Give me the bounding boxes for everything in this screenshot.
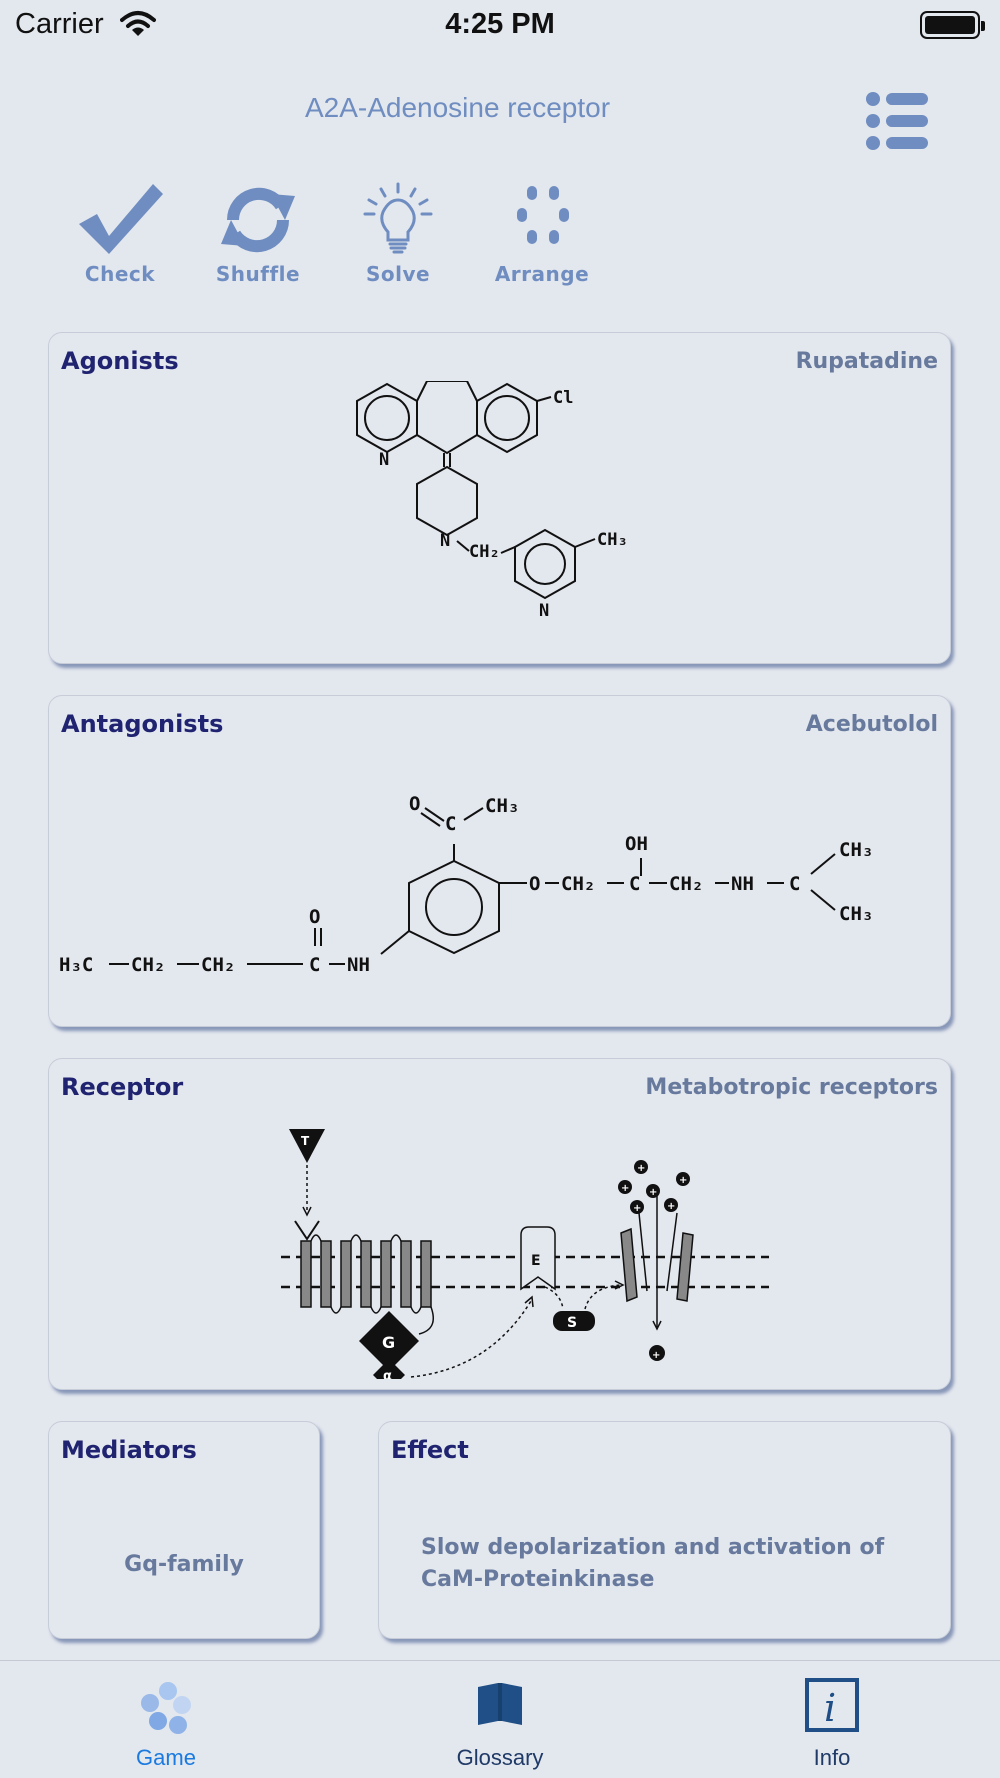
ion-plus: + — [679, 1175, 687, 1186]
tab-glossary[interactable]: Glossary — [400, 1661, 600, 1778]
carrier-label: Carrier — [15, 8, 104, 40]
solve-button[interactable]: Solve — [338, 180, 458, 290]
chem-c: C — [789, 873, 800, 895]
tab-glossary-label: Glossary — [456, 1745, 544, 1770]
chem-ch2: CH₂ — [669, 873, 703, 895]
card-category: Antagonists — [61, 710, 224, 738]
chem-h3c: H₃C — [59, 954, 93, 976]
solve-label: Solve — [365, 262, 431, 286]
battery-icon — [920, 11, 985, 39]
status-bar: Carrier 4:25 PM — [0, 0, 1000, 50]
shuffle-button[interactable]: Shuffle — [198, 180, 318, 290]
ion-plus: + — [649, 1187, 657, 1198]
check-button[interactable]: Check — [60, 180, 180, 290]
card-category: Receptor — [61, 1073, 184, 1101]
diagram-t: T — [301, 1134, 310, 1148]
drug-name: Rupatadine — [795, 349, 938, 374]
chem-cl: Cl — [553, 388, 573, 408]
page-title: A2A-Adenosine receptor — [304, 92, 611, 123]
card-category: Mediators — [61, 1436, 197, 1464]
tab-game[interactable]: Game — [66, 1661, 266, 1778]
chem-n: N — [379, 450, 389, 470]
chem-ch3: CH₃ — [839, 839, 873, 861]
ion-plus: + — [633, 1203, 641, 1214]
arrange-button[interactable]: Arrange — [482, 180, 602, 290]
metabotropic-receptor-diagram: T G α E S — [281, 1129, 769, 1379]
tab-info[interactable]: i Info — [732, 1661, 932, 1778]
tab-bar: Game Glossary i Info — [0, 1660, 1000, 1778]
chem-n: N — [440, 531, 450, 551]
wifi-icon — [120, 11, 156, 36]
receptor-type: Metabotropic receptors — [645, 1075, 938, 1100]
effect-card[interactable]: Effect Slow depolarization and activatio… — [378, 1421, 951, 1639]
mediator-value: Gq-family — [124, 1552, 244, 1577]
chem-ch2: CH₂ — [201, 954, 235, 976]
info-icon: i — [805, 1678, 859, 1732]
arrange-label: Arrange — [494, 262, 590, 286]
chem-ch3: CH₃ — [597, 530, 628, 550]
mediators-card[interactable]: Mediators Gq-family — [48, 1421, 320, 1639]
list-icon[interactable] — [864, 89, 930, 153]
chem-oh: OH — [625, 833, 648, 855]
clock: 4:25 PM — [445, 8, 555, 40]
molecules-icon — [141, 1682, 191, 1734]
diagram-s: S — [567, 1315, 577, 1331]
chem-n: N — [539, 601, 549, 621]
arrange-icon — [517, 186, 569, 244]
chem-c: C — [445, 813, 456, 835]
chem-nh: NH — [347, 954, 370, 976]
book-icon — [478, 1683, 522, 1725]
diagram-alpha: α — [383, 1369, 392, 1379]
effect-value: Slow depolarization and activation of Ca… — [421, 1535, 885, 1592]
antagonists-card[interactable]: Antagonists Acebutolol — [48, 695, 951, 1027]
lightbulb-icon — [363, 182, 433, 254]
ion-plus: + — [652, 1350, 660, 1361]
ion-plus: + — [621, 1183, 629, 1194]
chem-o: O — [409, 793, 420, 815]
drug-name: Acebutolol — [805, 712, 938, 737]
agonists-card[interactable]: Agonists Rupatadine N — [48, 332, 951, 664]
chem-ch2: CH₂ — [131, 954, 165, 976]
ion-plus: + — [637, 1163, 645, 1174]
check-label: Check — [84, 262, 156, 286]
tab-game-label: Game — [136, 1745, 196, 1770]
card-category: Agonists — [61, 347, 179, 375]
chem-o: O — [309, 906, 320, 928]
chem-ch2: CH₂ — [469, 542, 500, 562]
checkmark-icon — [79, 184, 163, 254]
svg-text:i: i — [824, 1686, 836, 1730]
chem-c: C — [629, 873, 640, 895]
chem-ch3: CH₃ — [485, 795, 519, 817]
chem-ch2: CH₂ — [561, 873, 595, 895]
refresh-icon — [221, 187, 295, 253]
chem-c: C — [309, 954, 320, 976]
chem-nh: NH — [731, 873, 754, 895]
shuffle-label: Shuffle — [215, 262, 301, 286]
ion-plus: + — [667, 1201, 675, 1212]
chem-o: O — [529, 873, 540, 895]
card-category: Effect — [391, 1436, 469, 1464]
acebutolol-structure: O C CH₃ O CH₂ C OH CH₂ NH C CH₃ CH₃ H₃C … — [59, 793, 873, 976]
receptor-card[interactable]: Receptor Metabotropic receptors T — [48, 1058, 951, 1390]
chem-ch3: CH₃ — [839, 903, 873, 925]
rupatadine-structure: N Cl N CH₂ N CH₃ — [356, 381, 628, 621]
diagram-g: G — [382, 1333, 395, 1352]
tab-info-label: Info — [813, 1745, 851, 1770]
diagram-e: E — [531, 1253, 541, 1269]
